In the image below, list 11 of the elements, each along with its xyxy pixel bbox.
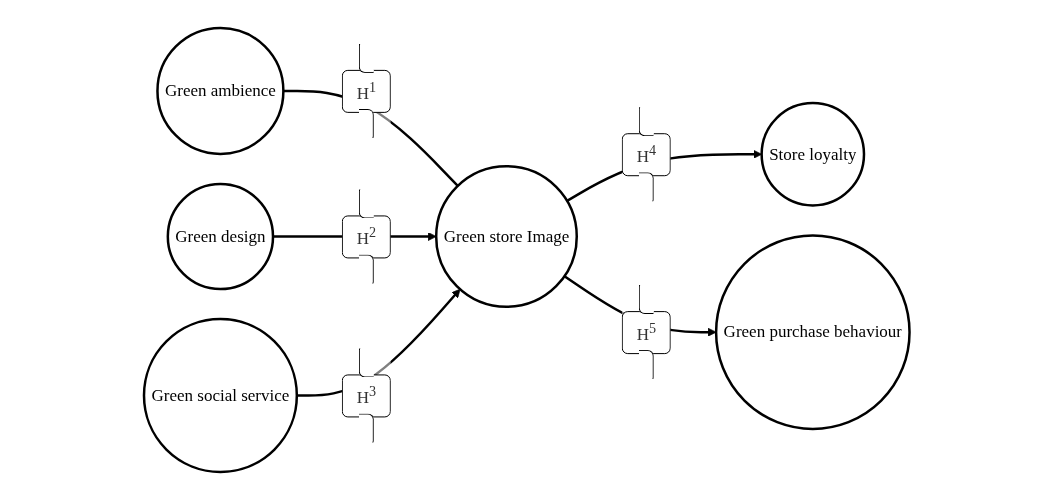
node-circle: Green design bbox=[166, 182, 274, 291]
edge-label: H$^{3}$ bbox=[356, 382, 376, 407]
edge-label: H$^{1}$ bbox=[356, 78, 376, 103]
node-circle: Store loyalty bbox=[760, 101, 865, 207]
node-circle: Green social service bbox=[142, 317, 298, 474]
edge-label: H$^{5}$ bbox=[636, 319, 656, 344]
edge-label: H$^{2}$ bbox=[356, 223, 376, 248]
node-circle: Green purchase behaviour bbox=[714, 234, 911, 431]
node-circle: Green ambience bbox=[155, 26, 285, 156]
edge-label: H$^{4}$ bbox=[636, 141, 656, 166]
node-circle: Green store Image bbox=[434, 165, 578, 309]
